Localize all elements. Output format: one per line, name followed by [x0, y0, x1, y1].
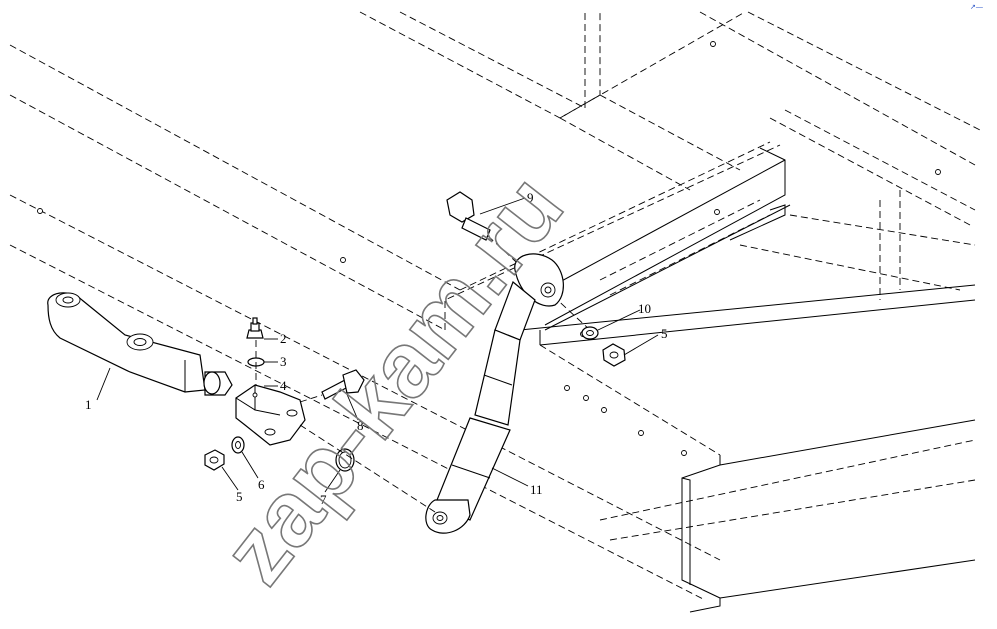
- callout-5a: 5: [236, 489, 243, 504]
- callout-6: 6: [258, 477, 265, 492]
- grease-fitting: [246, 317, 264, 339]
- chassis-frame: [9, 11, 981, 613]
- callout-8: 8: [357, 418, 364, 433]
- bracket: [235, 384, 306, 446]
- spacer-ring: [335, 448, 355, 472]
- callout-leaders: [96, 197, 659, 493]
- callout-9: 9: [527, 190, 534, 205]
- callout-1: 1: [85, 397, 92, 412]
- callout-7: 7: [320, 492, 327, 507]
- bolt: [299, 369, 365, 403]
- callout-3: 3: [280, 354, 287, 369]
- shock-absorber: [299, 253, 564, 534]
- callout-2: 2: [280, 331, 287, 346]
- callouts: 1 2 3 4 5 6 7 8 9 10 5 11: [85, 190, 668, 507]
- callout-5b: 5: [661, 326, 668, 341]
- upper-bolt: [446, 191, 591, 331]
- lever-arm: [47, 292, 233, 396]
- upper-washer: [581, 326, 599, 340]
- callout-10: 10: [638, 301, 651, 316]
- callout-11: 11: [530, 482, 543, 497]
- callout-4: 4: [280, 378, 287, 393]
- corner-mark-icon: ↗—: [970, 4, 983, 11]
- upper-nut: [602, 343, 626, 367]
- watermark: zap-kam.ru: [203, 157, 582, 603]
- nut: [204, 449, 225, 471]
- washer: [231, 436, 245, 454]
